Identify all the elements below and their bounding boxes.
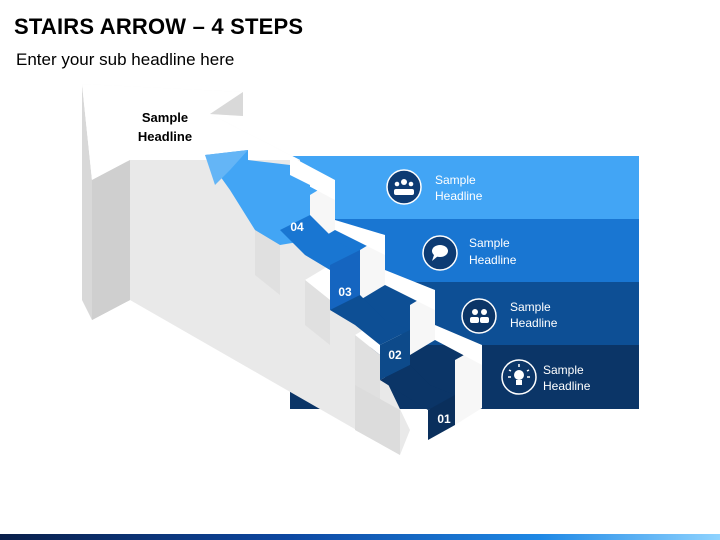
step-number-02: 02 [388,348,402,362]
step-label-03-line2: Headline [469,253,517,267]
step-label-02-line2: Headline [510,316,558,330]
people-group-icon [386,169,422,205]
arrow-headline-line2: Headline [138,129,192,144]
arrow-headline-line1: Sample [142,110,188,125]
step-label-01-line2: Headline [543,379,591,393]
lightbulb-icon [501,359,537,395]
step-number-04: 04 [290,220,304,234]
two-people-icon [461,298,497,334]
step-number-01: 01 [437,412,451,426]
white-stair-arrow [82,84,482,455]
step-label-04-line1: Sample [435,173,476,187]
slide-subtitle: Enter your sub headline here [16,50,235,69]
speech-bubble-icon [422,235,458,271]
blue-stair-path [205,150,455,440]
step-label-01-line1: Sample [543,363,584,377]
step-number-03: 03 [338,285,352,299]
step-label-03-line1: Sample [469,236,510,250]
step-label-04-line2: Headline [435,189,483,203]
footer-gradient-bar [0,534,720,540]
band-04 [290,156,639,220]
slide-title: STAIRS ARROW – 4 STEPS [14,14,304,39]
step-label-02-line1: Sample [510,300,551,314]
